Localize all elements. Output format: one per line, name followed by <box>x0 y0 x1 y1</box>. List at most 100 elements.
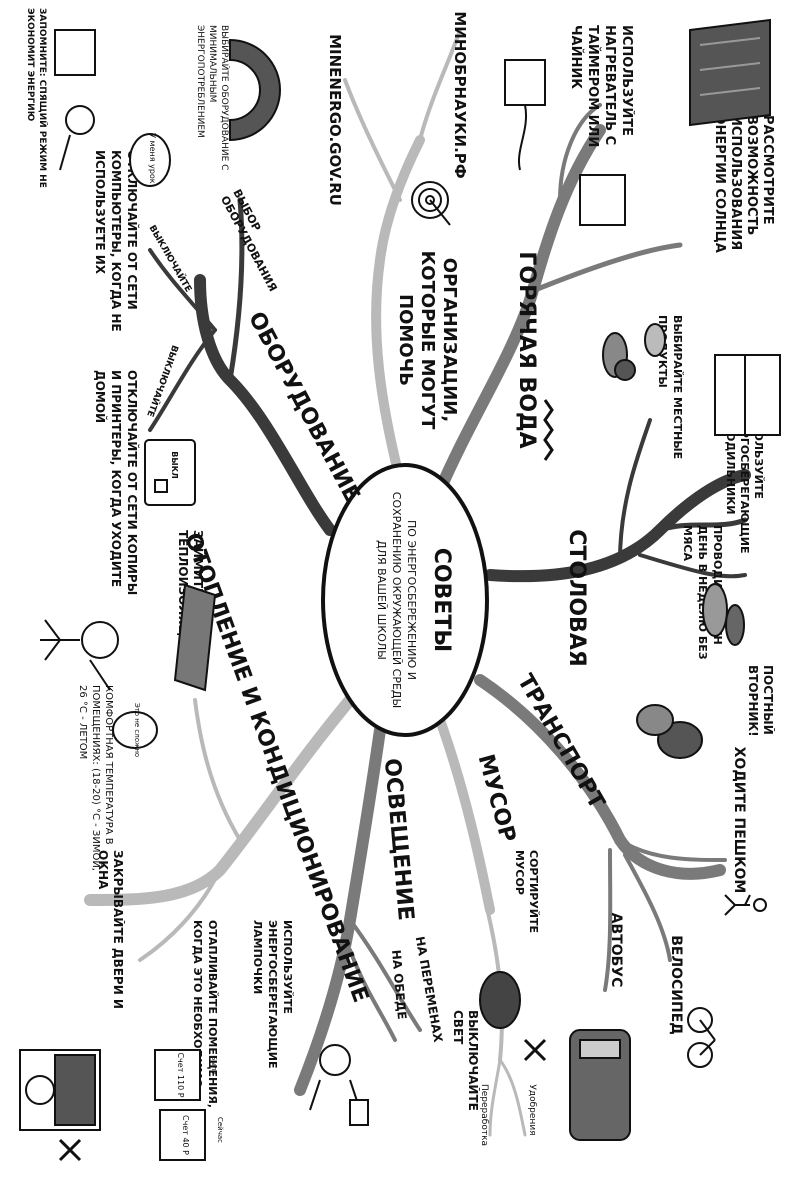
leaf-minenergo: MINENERGO.GOV.RU <box>326 34 344 206</box>
center-subtitle: по энергосбережению и сохранению окружаю… <box>375 491 418 709</box>
person-with-lamp-icon <box>309 1044 369 1126</box>
leaf-comfort-temp: Комфортная температура в помещениях: (18… <box>77 685 114 871</box>
leaf-solar-box: Рассмотрите возможность использования эн… <box>712 115 775 253</box>
title-transport: ТРАНСПОРТ <box>512 670 609 813</box>
bus-icon <box>569 1029 631 1141</box>
branch-transport-bike <box>623 853 672 962</box>
bubble-not-hard: Это не сложно <box>133 703 141 757</box>
leaf-unplug-computers-box: Отключайте от сети компьютеры, когда не … <box>93 150 139 332</box>
center-subtitle-box: по энергосбережению и сохранению окружаю… <box>375 491 418 709</box>
switch-off-label: ВЫКЛ <box>170 451 179 479</box>
bill-was: Было <box>210 1055 218 1074</box>
title-garbage: МУСОР <box>473 752 520 845</box>
leaf-choose-equipment: Выбор оборудования <box>217 187 280 294</box>
branch-heating <box>84 694 356 906</box>
food-icon <box>702 583 745 646</box>
branch-canteen-fridges <box>657 517 748 533</box>
branch-hot-water <box>434 124 606 496</box>
leaf-minobr: МИНОБРНАУКИ.РФ <box>451 11 469 178</box>
leaf-bus: АВТОБУС <box>608 913 624 988</box>
power-switch-icon <box>144 439 196 506</box>
leaf-choose-tip-box: Выбирайте оборудование с минимальным эне… <box>195 25 229 171</box>
branch-lighting-breaks <box>348 918 422 1032</box>
leaf-sort: Сортируйте мусор <box>513 850 540 933</box>
title-lighting: ОСВЕЩЕНИЕ <box>379 757 418 921</box>
branch-canteen-local <box>618 418 652 562</box>
vegetables-icon <box>602 323 666 381</box>
bubble-i-have-lesson: У меня урок! <box>148 133 157 187</box>
leaf-at-lunch: НА ОБЕДЕ <box>389 949 409 1020</box>
water-heater-icon <box>579 174 626 226</box>
branch-transport-walk <box>618 838 727 862</box>
branch-transport <box>474 674 726 880</box>
branch-equipment <box>194 274 336 536</box>
window-icon <box>19 1049 101 1162</box>
fridge-icon <box>714 354 781 436</box>
branch-heating-doors <box>138 868 222 962</box>
leaf-bicycle: ВЕЛОСИПЕД <box>668 935 684 1035</box>
branch-org-minenergo <box>343 78 402 202</box>
title-organizations: Организации, которые могут помочь <box>395 250 460 430</box>
leaf-switch-off-light-box: Выключайте свет <box>451 1010 480 1111</box>
leaf-solar: Рассмотрите возможность использования эн… <box>712 115 775 253</box>
leaf-timer-box: Используйте нагреватель с таймером или ч… <box>568 25 634 148</box>
insulation-board-icon <box>173 583 217 692</box>
center-title: СОВЕТЫ <box>429 548 454 652</box>
center-ellipse <box>321 463 489 737</box>
computer-icon <box>54 29 96 171</box>
branch-lighting-lunch <box>348 948 397 1042</box>
branch-heating-insul <box>193 698 242 842</box>
pumpkin-icon <box>636 704 703 759</box>
branch-hot-water-solar <box>532 242 683 293</box>
leaf-lamps: Используйте энергосберегающие лампочки <box>251 920 294 1069</box>
solar-panel-icon <box>689 18 771 127</box>
leaf-comfort-box: Комфортная температура в помещениях: (18… <box>77 685 114 871</box>
leaf-choose-equipment-tip: Выбирайте оборудование с минимальным эне… <box>195 25 229 171</box>
leaf-sleep-mode: Запомните: спящий режим не экономит энер… <box>25 8 47 188</box>
title-canteen: СТОЛОВАЯ <box>564 529 589 667</box>
walker-icon <box>724 894 767 916</box>
branch-garbage-fert <box>498 1058 527 1137</box>
leaf-sleep-box: Запомните: спящий режим не экономит энер… <box>25 8 47 188</box>
bill-110: Счет 110 Р <box>176 1052 185 1097</box>
leaf-sort-box: Сортируйте мусор <box>513 850 540 933</box>
bill-now: Сейчас <box>216 1117 224 1143</box>
bicycle-icon <box>687 1007 716 1068</box>
branch-equipment-off1 <box>148 248 217 332</box>
center-node: СОВЕТЫ по энергосбережению и сохранению … <box>321 463 489 737</box>
garbage-pile-icon <box>479 971 547 1062</box>
speech-bubble-not-hard <box>112 711 158 749</box>
title-equipment: ОБОРУДОВАНИЕ <box>243 308 364 506</box>
branch-transport-bus <box>603 848 613 992</box>
illustrations <box>19 18 781 1162</box>
title-hot-water: ГОРЯЧАЯ ВОДА <box>514 251 539 448</box>
leaf-fertilizer: Удобрения <box>527 1084 537 1135</box>
title-organizations-box: Организации, которые могут помочь <box>395 250 460 430</box>
radiator-icon <box>543 399 554 461</box>
leaf-choose-equipment-box: Выбор оборудования <box>217 187 280 294</box>
child-icon <box>40 619 119 691</box>
branch-equipment-choose <box>227 197 245 383</box>
bills-icon <box>154 1049 206 1161</box>
kettle-icon <box>504 59 546 171</box>
branch-equipment-off2 <box>148 328 217 432</box>
leaf-switch-off-light: Выключайте свет <box>451 1010 480 1111</box>
target-icon <box>411 181 451 226</box>
leaf-timer: Используйте нагреватель с таймером или ч… <box>568 25 634 148</box>
branch-organizations <box>371 135 425 485</box>
leaf-unplug-copiers: Отключайте от сети копиры и принтеры, ко… <box>93 370 139 596</box>
leaf-recycling: Переработка <box>479 1084 489 1146</box>
speech-bubble-lesson <box>129 133 171 187</box>
branch-canteen-meatless <box>638 553 747 579</box>
leaf-walk: ХОДИТЕ ПЕШКОМ <box>731 747 747 894</box>
leaf-unplug-copiers-box: Отключайте от сети копиры и принтеры, ко… <box>93 370 139 596</box>
leaf-unplug-computers: Отключайте от сети компьютеры, когда не … <box>93 150 139 332</box>
leaf-lamps-box: Используйте энергосберегающие лампочки <box>251 920 294 1069</box>
energy-label-icon <box>229 38 281 142</box>
branch-garbage <box>435 715 495 915</box>
leaf-lenten: Постный вторник! <box>746 665 775 737</box>
branch-org-minobr <box>418 28 462 142</box>
bubble-texts: У меня урок! Это не сложно ВЫКЛ Было Сей… <box>133 133 224 1155</box>
